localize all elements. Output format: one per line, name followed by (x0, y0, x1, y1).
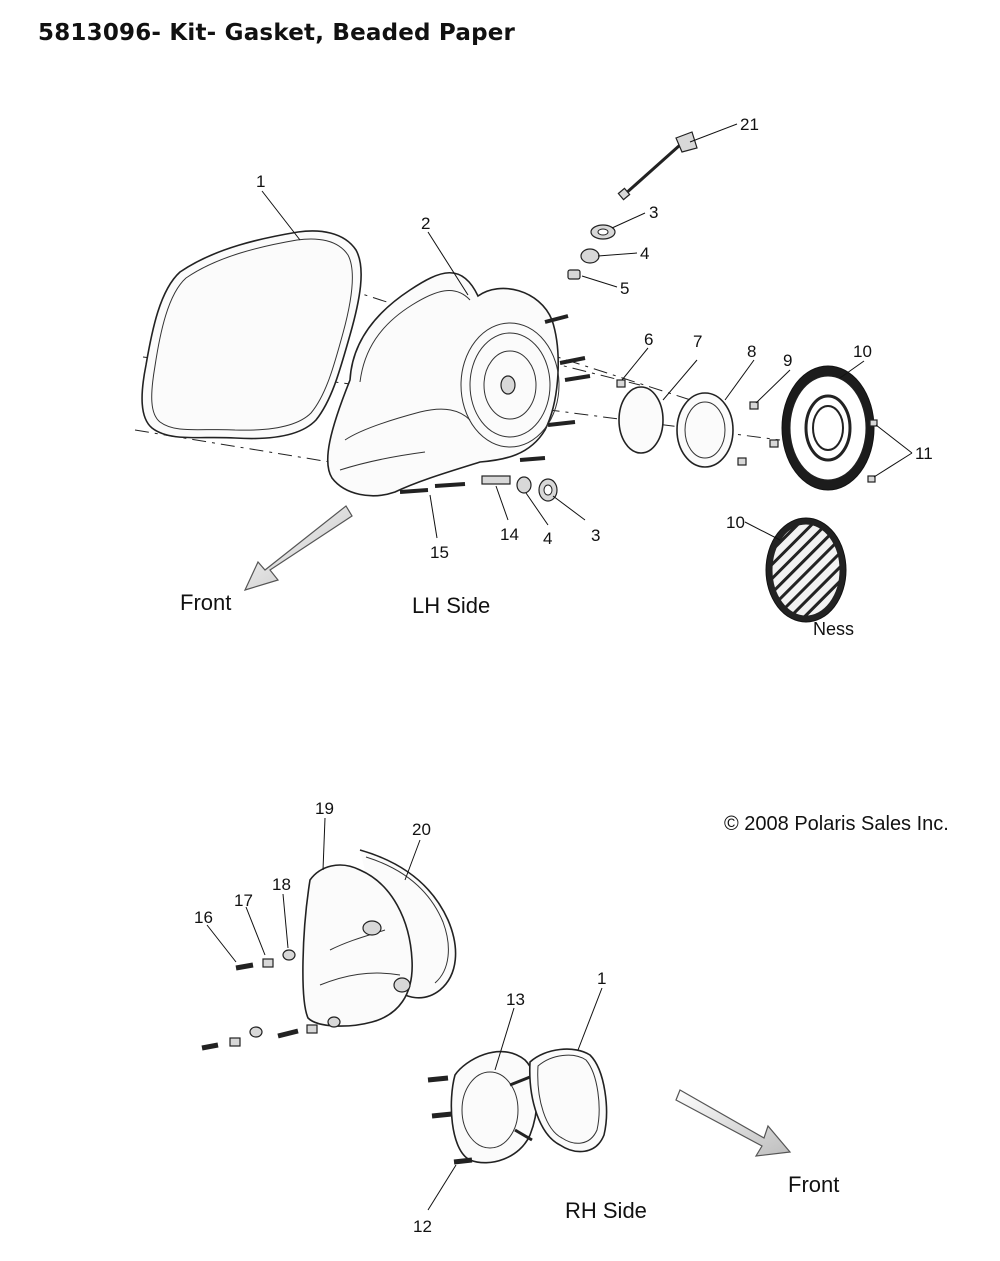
callout-12: 12 (413, 1217, 432, 1236)
callout-17: 17 (234, 891, 253, 910)
leader-lines-lh (261, 123, 913, 541)
plug-5 (567, 269, 581, 280)
page-title: 5813096- Kit- Gasket, Beaded Paper (38, 20, 516, 46)
callout-18: 18 (272, 875, 291, 894)
screw-6 (616, 379, 626, 388)
callout-6: 6 (644, 330, 653, 349)
oring-4-upper (580, 248, 600, 264)
callout-20: 20 (412, 820, 431, 839)
seal-3-upper (590, 224, 616, 240)
front-arrow-rh (675, 1089, 792, 1157)
lh-side-label: LH Side (412, 593, 490, 618)
callout-3-lower: 3 (591, 526, 600, 545)
ness-label: Ness (813, 619, 854, 639)
front-label-rh: Front (788, 1172, 839, 1197)
inspection-gasket-7 (618, 386, 664, 454)
copyright-notice: © 2008 Polaris Sales Inc. (724, 813, 949, 835)
callout-9: 9 (783, 351, 792, 370)
callout-10-derby: 10 (853, 342, 872, 361)
rh-side-assembly: 19 20 18 17 16 13 1 12 Front RH Side (194, 799, 839, 1236)
sleeve-14 (481, 475, 511, 485)
callout-11: 11 (915, 444, 933, 463)
callout-5: 5 (620, 279, 629, 298)
front-label-lh: Front (180, 590, 231, 615)
callout-15: 15 (430, 543, 449, 562)
fasteners-upper-rh (235, 949, 296, 971)
dipstick (617, 131, 698, 201)
inspection-ring-8 (676, 392, 734, 468)
callout-4-lower: 4 (543, 529, 552, 548)
callout-19: 19 (315, 799, 334, 818)
fasteners-lower-rh (201, 1016, 341, 1051)
callout-2: 2 (421, 214, 430, 233)
callout-4-upper: 4 (640, 244, 649, 263)
callout-1-rh: 1 (597, 969, 606, 988)
outer-gasket-rh (529, 1048, 608, 1153)
front-arrow-lh (243, 505, 353, 591)
callout-10-ness: 10 (726, 513, 745, 532)
screws-9 (737, 401, 779, 466)
ness-cover-10 (765, 517, 847, 623)
primary-cover-lh (326, 271, 560, 497)
cover-bolts-lh (399, 314, 591, 494)
rh-side-label: RH Side (565, 1198, 647, 1223)
callout-13: 13 (506, 990, 525, 1009)
leader-lines-rh (206, 817, 603, 1211)
oring-4-lower (516, 476, 532, 494)
callout-8: 8 (747, 342, 756, 361)
callout-14: 14 (500, 525, 519, 544)
bolts-12 (427, 1075, 473, 1165)
lh-side-assembly: 1 2 21 3 4 5 6 7 8 9 10 11 10 15 14 4 3 … (134, 115, 933, 639)
callout-21: 21 (740, 115, 759, 134)
seal-3-lower (538, 478, 558, 502)
screws-11 (867, 419, 878, 483)
cam-cover-19 (302, 864, 413, 1027)
callout-16: 16 (194, 908, 213, 927)
derby-cover-10 (781, 365, 875, 491)
inner-cover-13 (450, 1050, 538, 1164)
callout-3-upper: 3 (649, 203, 658, 222)
callout-7: 7 (693, 332, 702, 351)
outer-gasket-lh (141, 230, 362, 440)
callout-1-lh: 1 (256, 172, 265, 191)
